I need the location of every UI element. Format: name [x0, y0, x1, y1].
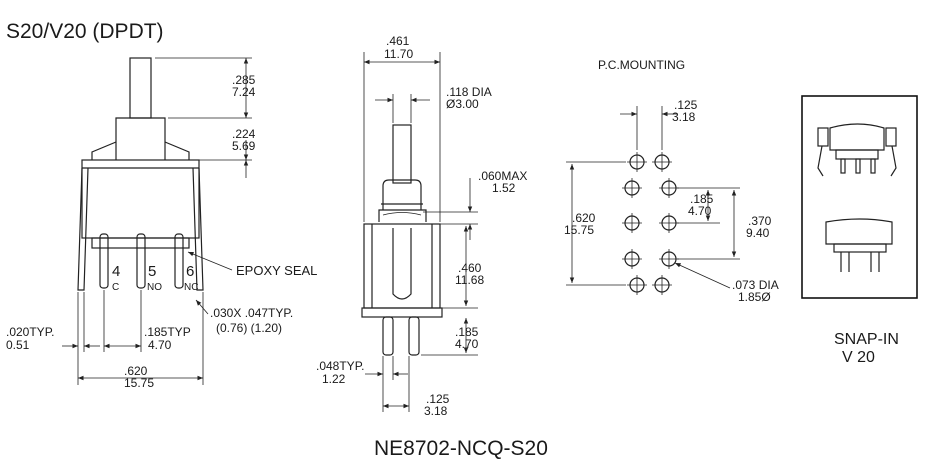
front-bushing	[115, 117, 166, 160]
side-dim-185: .185	[455, 325, 479, 339]
dim-185typ: .185TYP	[144, 325, 191, 339]
snap-in-model-label: V 20	[842, 349, 875, 366]
snap-in-panel: SNAP-IN V 20	[801, 95, 918, 366]
pc-dim-1575: 15.75	[564, 223, 594, 237]
dim-285: .285	[232, 73, 256, 87]
side-dim-118: .118 DIA	[446, 85, 492, 99]
side-dim-461: .461	[386, 34, 410, 48]
side-dim-122: 1.22	[322, 372, 346, 386]
pc-dim-185: .185	[690, 192, 714, 206]
snap-in-terminal-icon	[817, 123, 897, 177]
pc-dim-370: .370	[748, 214, 772, 228]
dim-569: 5.69	[232, 139, 256, 153]
side-dim-318: 3.18	[424, 404, 448, 418]
pc-mounting: P.C.MOUNTING	[564, 58, 779, 304]
side-dim-470: 4.70	[455, 337, 479, 351]
snap-in-frame	[801, 95, 918, 299]
side-pin-left	[382, 316, 394, 356]
dim-020: .020TYP.	[6, 325, 54, 339]
epoxy-seal-label: EPOXY SEAL	[236, 263, 317, 278]
pc-dim-073: .073 DIA	[732, 278, 779, 292]
front-lever	[129, 57, 152, 119]
pc-dim-470: 4.70	[688, 204, 712, 218]
pin-5-label: 5	[148, 263, 156, 280]
drawing-title: S20/V20 (DPDT)	[6, 20, 164, 43]
front-body	[81, 159, 200, 239]
dim-620: .620	[124, 364, 148, 378]
pc-dim-125: .125	[674, 98, 698, 112]
side-dim-125: .125	[426, 392, 450, 406]
side-dim-048: .048TYP.	[316, 359, 364, 373]
side-dim-1168: 11.68	[455, 273, 484, 287]
side-dim-300: Ø3.00	[446, 97, 479, 111]
side-view: .461 11.70 .118 DIA Ø3.00 .060MAX 1.52 .…	[316, 34, 527, 418]
dim-470: 4.70	[148, 338, 172, 352]
side-dim-152: 1.52	[492, 181, 516, 195]
pin-6-label: 6	[186, 263, 194, 280]
dim-051: 0.51	[6, 338, 30, 352]
pc-mounting-title: P.C.MOUNTING	[598, 58, 685, 72]
side-dim-1170: 11.70	[384, 47, 413, 61]
pin-c-label: C	[112, 282, 119, 293]
dim-724: 7.24	[232, 85, 256, 99]
side-body	[363, 223, 441, 309]
dim-224: .224	[232, 127, 256, 141]
front-view: 4 5 6 C NO NC EPOXY SEAL .285 7.24 .224 …	[6, 57, 317, 390]
side-collar	[382, 179, 422, 210]
terminal-5	[136, 233, 146, 289]
pc-dim-620: .620	[572, 211, 596, 225]
side-lever	[392, 124, 412, 184]
snap-in-body-icon	[825, 218, 893, 272]
side-bushing	[378, 209, 427, 222]
dim-030-mm: (0.76) (1.20)	[216, 321, 282, 335]
side-dim-060: .060MAX	[478, 169, 527, 183]
front-leg-left	[77, 167, 89, 291]
terminal-4	[99, 233, 109, 289]
pin-nc-label: NC	[184, 282, 198, 293]
pc-dim-1850: 1.85Ø	[738, 290, 771, 304]
pin-no-label: NO	[147, 282, 162, 293]
pc-dim-940: 9.40	[746, 226, 770, 240]
terminal-6	[174, 233, 184, 289]
pc-dim-318: 3.18	[672, 110, 696, 124]
part-number: NE8702-NCQ-S20	[374, 437, 548, 460]
side-dim-460: .460	[458, 261, 482, 275]
front-bracket-right	[164, 141, 190, 160]
dim-030: .030X .047TYP.	[210, 306, 293, 320]
front-leg-right	[192, 167, 204, 291]
snap-in-label: SNAP-IN	[834, 331, 899, 348]
pin-4-label: 4	[112, 263, 120, 280]
front-bracket-left	[91, 141, 117, 160]
hole-pattern	[622, 152, 679, 295]
dim-1575: 15.75	[124, 376, 154, 390]
side-pin-right	[408, 316, 420, 356]
